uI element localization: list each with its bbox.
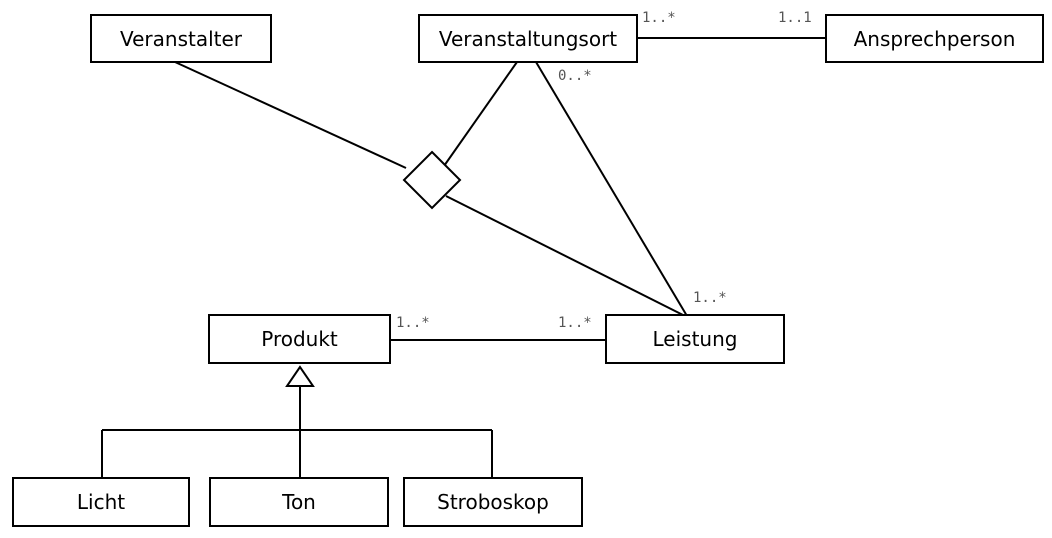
class-veranstaltungsort: Veranstaltungsort [418, 14, 638, 63]
class-stroboskop: Stroboskop [403, 477, 583, 527]
ternary-association-diamond [402, 150, 462, 210]
association-veranstalter-diamond [174, 61, 407, 169]
class-ton: Ton [209, 477, 389, 527]
multiplicity-produkt-leistung-produkt-end: 1..* [396, 315, 430, 331]
class-veranstalter: Veranstalter [90, 14, 272, 63]
association-diamond-leistung [445, 195, 686, 317]
generalization-arrowhead [285, 365, 315, 387]
multiplicity-ort-leistung-leistung-end: 1..* [693, 290, 727, 306]
multiplicity-ort-ansprech-person-end: 1..1 [778, 10, 812, 26]
association-ort-leistung [535, 61, 688, 317]
class-leistung: Leistung [605, 314, 785, 364]
class-produkt: Produkt [208, 314, 391, 364]
multiplicity-ort-leistung-ort-end: 0..* [558, 68, 592, 84]
class-licht: Licht [12, 477, 190, 527]
class-ansprechperson: Ansprechperson [825, 14, 1044, 63]
multiplicity-produkt-leistung-leistung-end: 1..* [558, 315, 592, 331]
association-ort-diamond [443, 61, 518, 167]
multiplicity-ort-ansprech-ort-end: 1..* [642, 10, 676, 26]
